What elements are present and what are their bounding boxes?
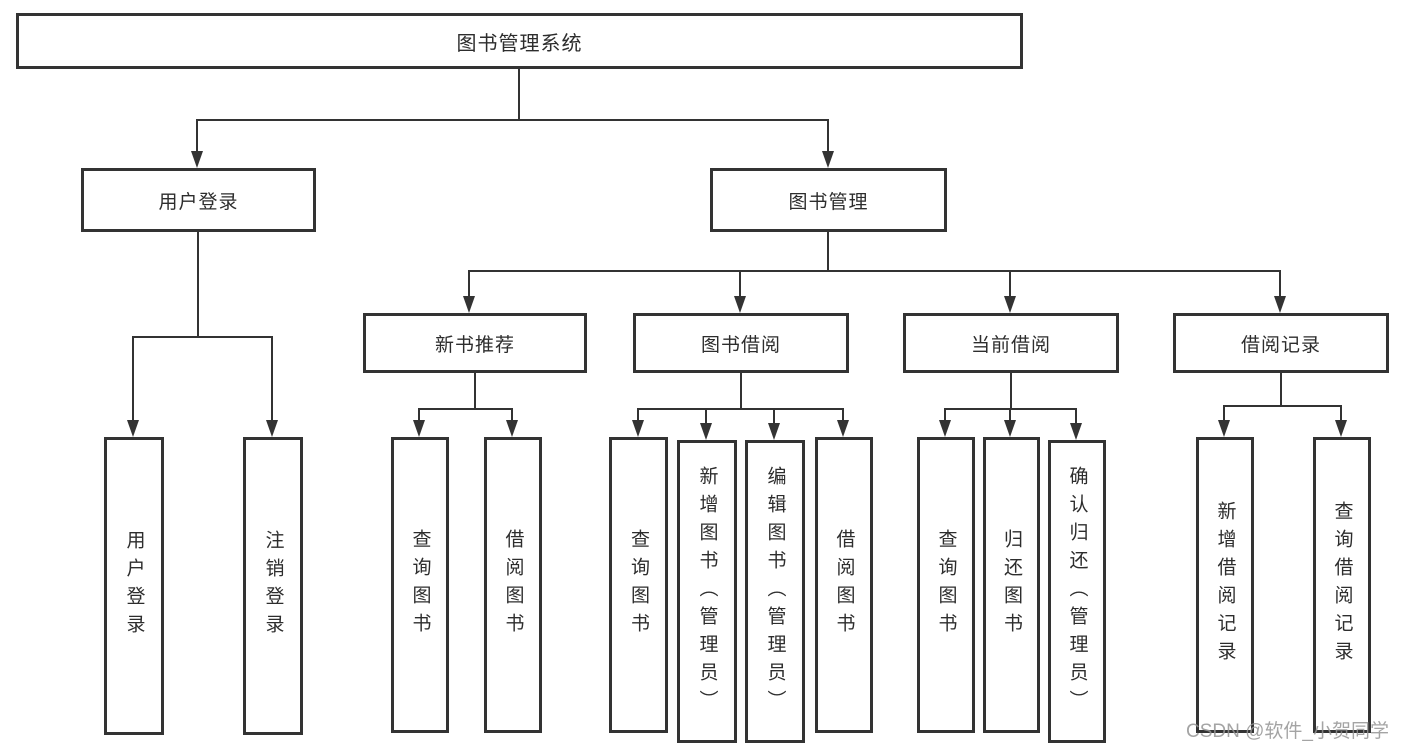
connector-line <box>511 408 513 422</box>
connector-line <box>827 119 829 153</box>
leaf-borrow-query-books: 查询图书 <box>609 437 668 733</box>
node-book-borrow: 图书借阅 <box>633 313 849 373</box>
arrowhead-icon <box>413 420 425 437</box>
arrowhead-icon <box>463 296 475 313</box>
connector-line <box>1009 270 1011 298</box>
arrowhead-icon <box>632 420 644 437</box>
connector-line <box>637 408 639 422</box>
arrowhead-icon <box>822 151 834 168</box>
node-new-book-recommend: 新书推荐 <box>363 313 587 373</box>
leaf-current-query-books: 查询图书 <box>917 437 975 733</box>
connector-line <box>132 336 134 421</box>
node-user-login: 用户登录 <box>81 168 316 232</box>
arrowhead-icon <box>1335 420 1347 437</box>
connector-line <box>1223 405 1225 422</box>
connector-line <box>1009 408 1011 422</box>
connector-line <box>197 232 199 336</box>
connector-line <box>945 408 1077 410</box>
connector-line <box>197 119 829 121</box>
leaf-user-login: 用户登录 <box>104 437 164 735</box>
connector-line <box>418 408 420 422</box>
arrowhead-icon <box>1274 296 1286 313</box>
arrowhead-icon <box>768 423 780 440</box>
leaf-add-borrow-record: 新增借阅记录 <box>1196 437 1254 733</box>
connector-line <box>1340 405 1342 422</box>
arrowhead-icon <box>939 420 951 437</box>
leaf-recommend-borrow-books: 借阅图书 <box>484 437 542 733</box>
arrowhead-icon <box>734 296 746 313</box>
leaf-logout: 注销登录 <box>243 437 303 735</box>
connector-line <box>518 69 520 119</box>
connector-line <box>469 270 1281 272</box>
leaf-label: 借阅图书 <box>833 529 855 641</box>
connector-line <box>773 408 775 425</box>
arrowhead-icon <box>1004 296 1016 313</box>
leaf-label: 查询图书 <box>628 529 649 641</box>
connector-line <box>944 408 946 422</box>
connector-line <box>1075 408 1077 425</box>
connector-line <box>740 373 742 408</box>
leaf-label: 注销登录 <box>262 530 284 642</box>
connector-line <box>739 270 741 298</box>
connector-line <box>1280 373 1282 405</box>
leaf-borrow-books: 借阅图书 <box>815 437 873 733</box>
csdn-watermark: CSDN @软件_小贺同学 <box>1186 721 1389 742</box>
connector-line <box>468 270 470 298</box>
leaf-query-borrow-record: 查询借阅记录 <box>1313 437 1371 733</box>
leaf-label: 归还图书 <box>1001 529 1022 641</box>
connector-line <box>196 119 198 153</box>
leaf-label: 确认归还（管理员） <box>1066 465 1088 718</box>
node-book-management: 图书管理 <box>710 168 947 232</box>
connector-line <box>827 232 829 270</box>
connector-line <box>1224 405 1342 407</box>
connector-line <box>419 408 513 410</box>
leaf-label: 新增图书（管理员） <box>696 465 718 718</box>
arrowhead-icon <box>837 420 849 437</box>
connector-line <box>842 408 844 422</box>
connector-line <box>638 408 844 410</box>
connector-line <box>1010 373 1012 408</box>
arrowhead-icon <box>1070 423 1082 440</box>
connector-line <box>705 408 707 425</box>
leaf-label: 查询借阅记录 <box>1331 501 1353 669</box>
node-borrow-records: 借阅记录 <box>1173 313 1389 373</box>
leaf-label: 查询图书 <box>935 529 957 641</box>
connector-line <box>133 336 273 338</box>
connector-line <box>1279 270 1281 298</box>
arrowhead-icon <box>1004 420 1016 437</box>
arrowhead-icon <box>506 420 518 437</box>
connector-line <box>474 373 476 408</box>
node-root: 图书管理系统 <box>16 13 1023 69</box>
leaf-label: 借阅图书 <box>502 529 524 641</box>
arrowhead-icon <box>266 420 278 437</box>
leaf-label: 编辑图书（管理员） <box>764 465 786 718</box>
leaf-add-books-admin: 新增图书（管理员） <box>677 440 737 743</box>
arrowhead-icon <box>1218 420 1230 437</box>
leaf-label: 查询图书 <box>409 529 431 641</box>
arrowhead-icon <box>127 420 139 437</box>
arrowhead-icon <box>191 151 203 168</box>
connector-line <box>271 336 273 421</box>
node-current-borrow: 当前借阅 <box>903 313 1119 373</box>
leaf-edit-books-admin: 编辑图书（管理员） <box>745 440 805 743</box>
leaf-return-books: 归还图书 <box>983 437 1040 733</box>
arrowhead-icon <box>700 423 712 440</box>
leaf-label: 新增借阅记录 <box>1214 501 1236 669</box>
leaf-label: 用户登录 <box>123 530 145 642</box>
leaf-recommend-query-books: 查询图书 <box>391 437 449 733</box>
leaf-confirm-return-admin: 确认归还（管理员） <box>1048 440 1106 743</box>
